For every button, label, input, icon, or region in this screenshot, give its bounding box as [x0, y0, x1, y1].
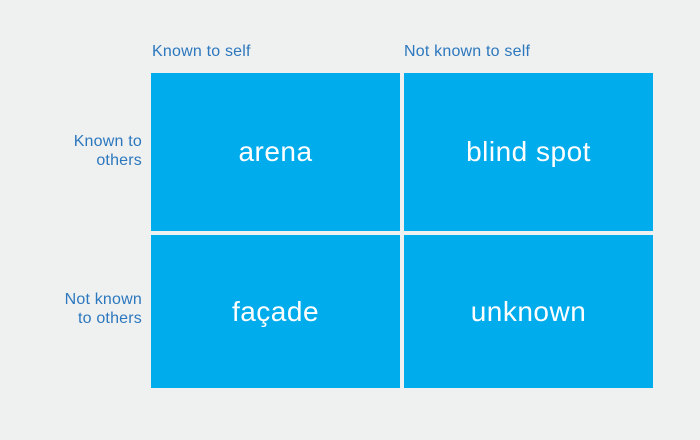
row-label-not-known-to-others: Not known to others: [64, 291, 142, 327]
quadrant-grid: arena blind spot façade unknown: [151, 73, 653, 388]
quadrant-unknown: unknown: [404, 235, 653, 388]
row-label-known-to-others: Known to others: [73, 133, 142, 169]
quadrant-blind-spot-label: blind spot: [466, 136, 591, 167]
quadrant-arena: arena: [151, 73, 400, 231]
quadrant-facade: façade: [151, 235, 400, 388]
quadrant-blind-spot: blind spot: [404, 73, 653, 231]
quadrant-facade-label: façade: [231, 295, 320, 327]
column-header-not-known-to-self: Not known to self: [404, 43, 531, 60]
quadrant-unknown-label: unknown: [470, 295, 587, 327]
column-header-known-to-self: Known to self: [152, 43, 251, 60]
quadrant-arena-label: arena: [238, 136, 313, 167]
